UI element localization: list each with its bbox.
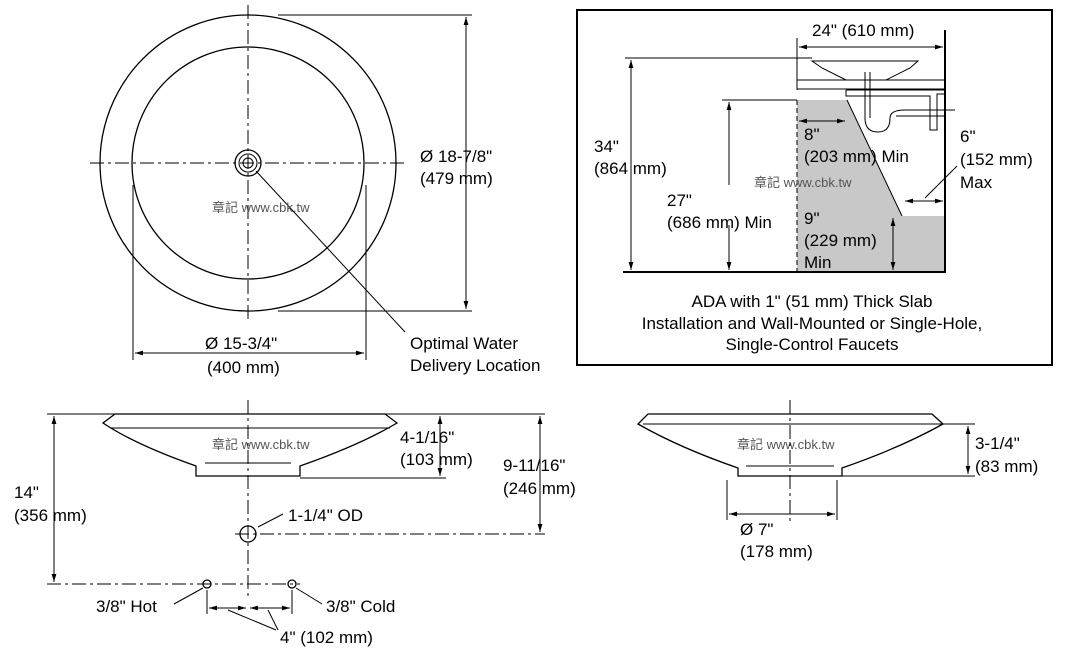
top-view: Ø 18-7/8" (479 mm) Ø 15-3/4" (400 mm) Op… xyxy=(90,5,540,377)
spacing-label: 4" (102 mm) xyxy=(280,628,373,647)
front-view: 3-1/4" (83 mm) Ø 7" (178 mm) 章記 www.cbk.… xyxy=(636,400,1038,561)
supply-height-mm: (356 mm) xyxy=(14,506,87,525)
watermark: 章記 www.cbk.tw xyxy=(212,200,310,215)
cold-supply-icon xyxy=(287,579,297,589)
max-6-label: 6" xyxy=(960,127,976,146)
hot-leader xyxy=(173,587,204,605)
watermark: 章記 www.cbk.tw xyxy=(212,437,310,452)
inner-diameter-label: Ø 15-3/4" xyxy=(205,334,277,353)
outer-diameter-mm: (479 mm) xyxy=(420,169,493,188)
height-34-label: 34" xyxy=(594,137,619,156)
ada-caption-3: Single-Control Faucets xyxy=(726,335,899,354)
p-trap xyxy=(864,72,955,133)
toe-9-label: 9" xyxy=(804,209,820,228)
drain-leader xyxy=(255,170,406,333)
ada-panel: 34" (864 mm) 27" (686 mm) Min 24" (610 m… xyxy=(576,9,1053,366)
depth-8-label: 8" xyxy=(804,125,820,144)
bracket xyxy=(845,89,946,131)
max-6-mm: (152 mm) xyxy=(960,150,1033,169)
supply-height-label: 14" xyxy=(14,483,39,502)
toe-9-min: Min xyxy=(804,253,831,272)
drain-note-2: Delivery Location xyxy=(410,356,540,375)
max-6-max: Max xyxy=(960,173,993,192)
hot-label: 3/8" Hot xyxy=(96,597,157,616)
side-view: 1-1/4" OD 4-1/16" (103 mm) 9-11/16" (246… xyxy=(14,400,576,647)
drain-note-1: Optimal Water xyxy=(410,334,518,353)
ada-caption-2: Installation and Wall-Mounted or Single-… xyxy=(642,314,983,333)
base-diameter-label: Ø 7" xyxy=(740,520,773,539)
bowl-inner-rim xyxy=(131,46,365,280)
hot-supply-icon xyxy=(202,579,212,589)
watermark: 章記 www.cbk.tw xyxy=(754,175,852,190)
height-34-mm: (864 mm) xyxy=(594,159,667,178)
bowl-height-mm: (103 mm) xyxy=(400,450,473,469)
drain-height-mm: (246 mm) xyxy=(503,479,576,498)
cold-label: 3/8" Cold xyxy=(326,597,395,616)
inner-diameter-mm: (400 mm) xyxy=(207,358,280,377)
height-27-label: 27" xyxy=(667,191,692,210)
knee-clearance-area xyxy=(797,100,945,272)
ada-caption-1: ADA with 1" (51 mm) Thick Slab xyxy=(692,292,933,311)
width-24-label: 24" (610 mm) xyxy=(812,21,914,40)
drain-ring xyxy=(238,153,258,173)
base-diameter-mm: (178 mm) xyxy=(740,542,813,561)
depth-8-mm: (203 mm) Min xyxy=(804,147,909,166)
toe-9-mm: (229 mm) xyxy=(804,231,877,250)
drain-height-label: 9-11/16" xyxy=(503,456,565,475)
max-6-leader xyxy=(924,165,958,199)
front-height-mm: (83 mm) xyxy=(975,457,1038,476)
watermark: 章記 www.cbk.tw xyxy=(737,437,835,452)
sink-bowl-side xyxy=(810,60,920,81)
clearance-slope xyxy=(846,99,903,217)
height-27-mm: (686 mm) Min xyxy=(667,213,772,232)
bowl-side-profile xyxy=(101,413,399,477)
front-height-label: 3-1/4" xyxy=(975,434,1020,453)
bowl-height-label: 4-1/16" xyxy=(400,428,454,447)
spacing-leader xyxy=(227,609,277,631)
outer-diameter-label: Ø 18-7/8" xyxy=(420,147,492,166)
spacing-leader xyxy=(267,609,279,631)
drain-od-leader xyxy=(257,513,284,528)
drain-od-label: 1-1/4" OD xyxy=(288,506,363,525)
cold-leader xyxy=(295,587,323,605)
